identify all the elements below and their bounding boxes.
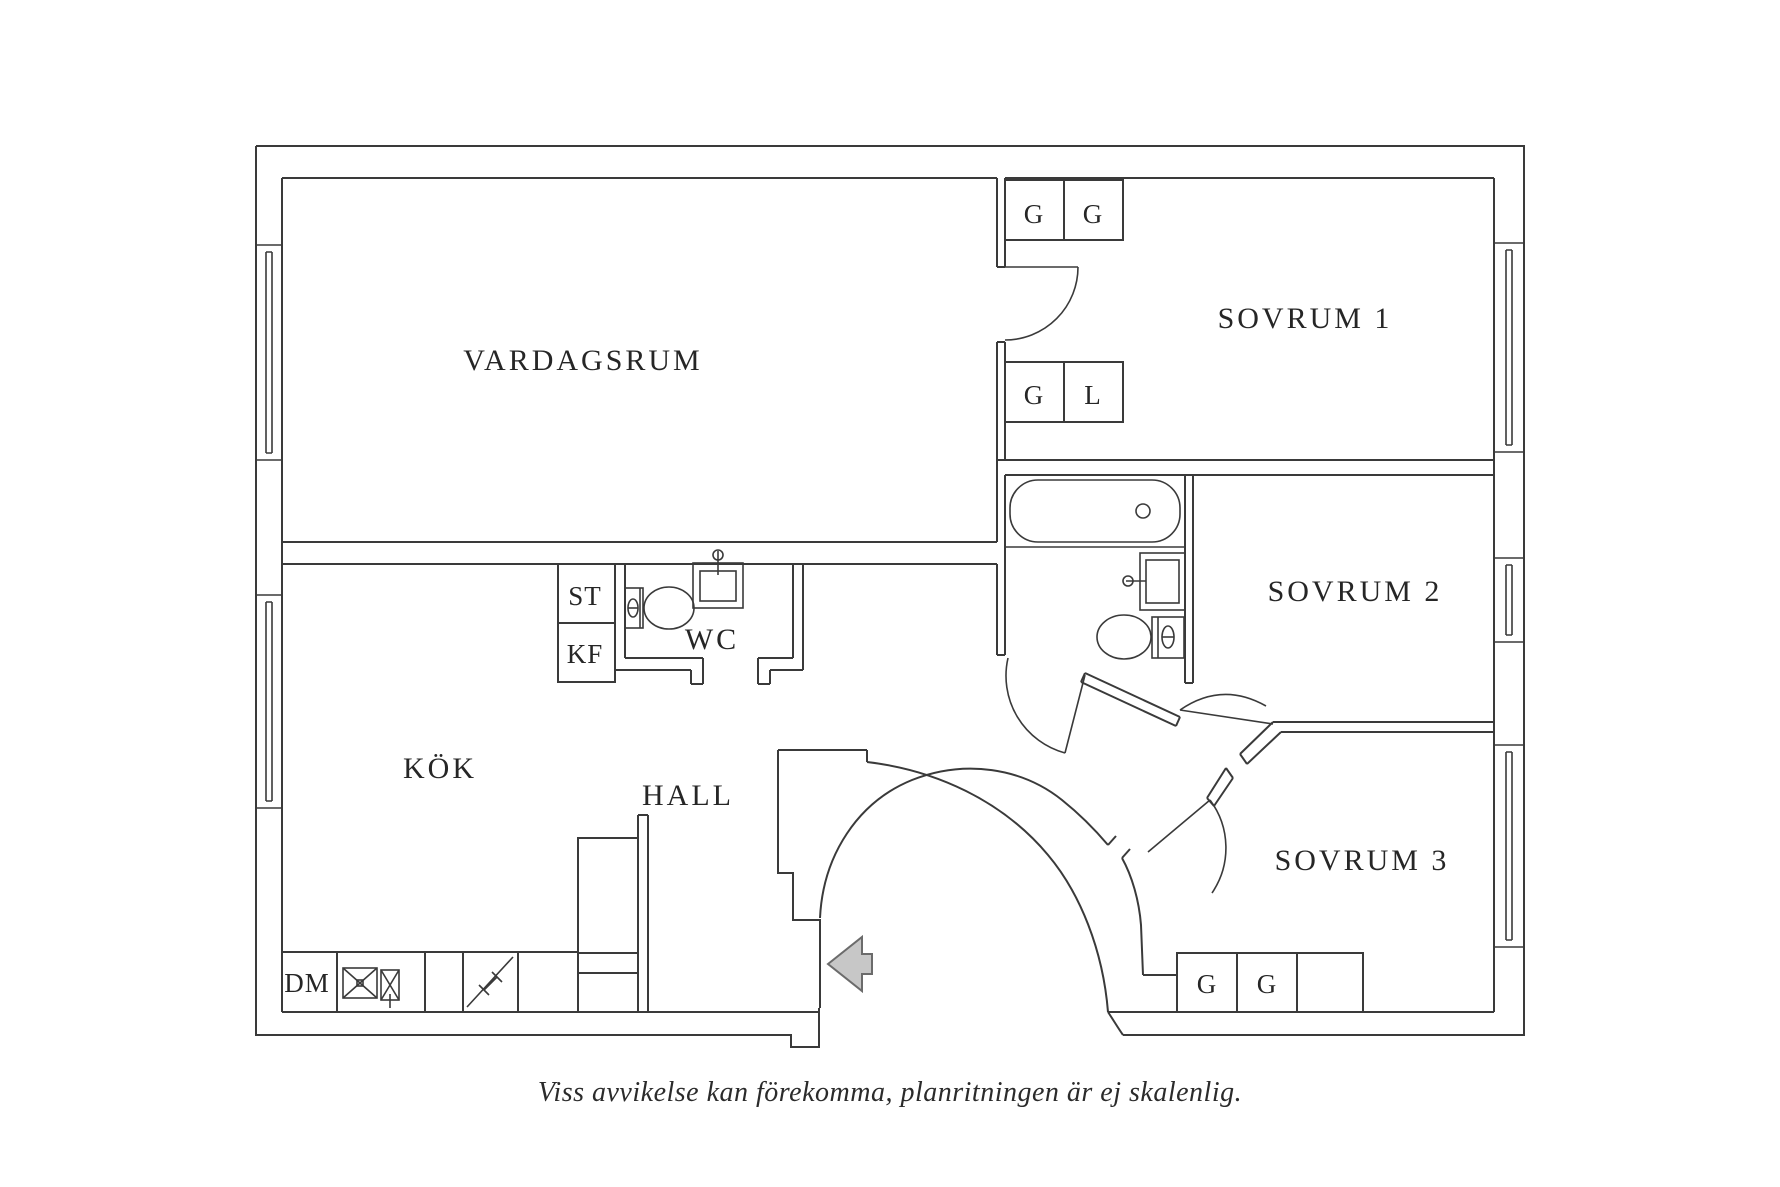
kitchen-counter [282,837,639,1012]
room-label-wc: WC [685,623,739,656]
closet-label-dm: DM [284,968,330,998]
room-label-kok: KÖK [403,752,477,785]
room-label-sovrum2: SOVRUM 2 [1268,575,1443,608]
room-label-hall: HALL [642,779,734,812]
room-label-sovrum1: SOVRUM 1 [1218,302,1393,335]
bathroom-toilet [1096,614,1185,660]
disclaimer-caption: Viss avvikelse kan förekomma, planritnin… [538,1077,1242,1108]
doors [1004,266,1274,894]
bathtub [1009,479,1181,543]
wc-fixtures [624,549,744,630]
wc-sink [692,549,744,609]
entrance-arrow-icon [826,934,873,994]
room-label-sovrum3: SOVRUM 3 [1275,844,1450,877]
closet-label-g2: G [1083,199,1104,229]
room-label-vardagsrum: VARDAGSRUM [463,344,703,377]
closet-label-g3: G [1024,380,1045,410]
wc-toilet [624,586,695,630]
stove-symbol [466,956,514,1008]
closet-label-st: ST [568,581,602,611]
closets [557,179,1298,1013]
bathroom-sink [1122,552,1186,611]
windows [256,242,1524,948]
closet-label-g4: G [1197,969,1218,999]
closet-label-kf: KF [567,639,604,669]
closet-label-g5: G [1257,969,1278,999]
bathtub-drain [1135,503,1151,519]
closet-label-g1: G [1024,199,1045,229]
sink-symbol [342,967,400,1008]
closet-label-l: L [1084,380,1102,410]
stairwell [777,749,1144,1013]
labels: VARDAGSRUM SOVRUM 1 SOVRUM 2 SOVRUM 3 KÖ… [284,199,1450,1108]
interior-walls [282,178,1494,1012]
bathroom-fixtures [1005,479,1186,660]
